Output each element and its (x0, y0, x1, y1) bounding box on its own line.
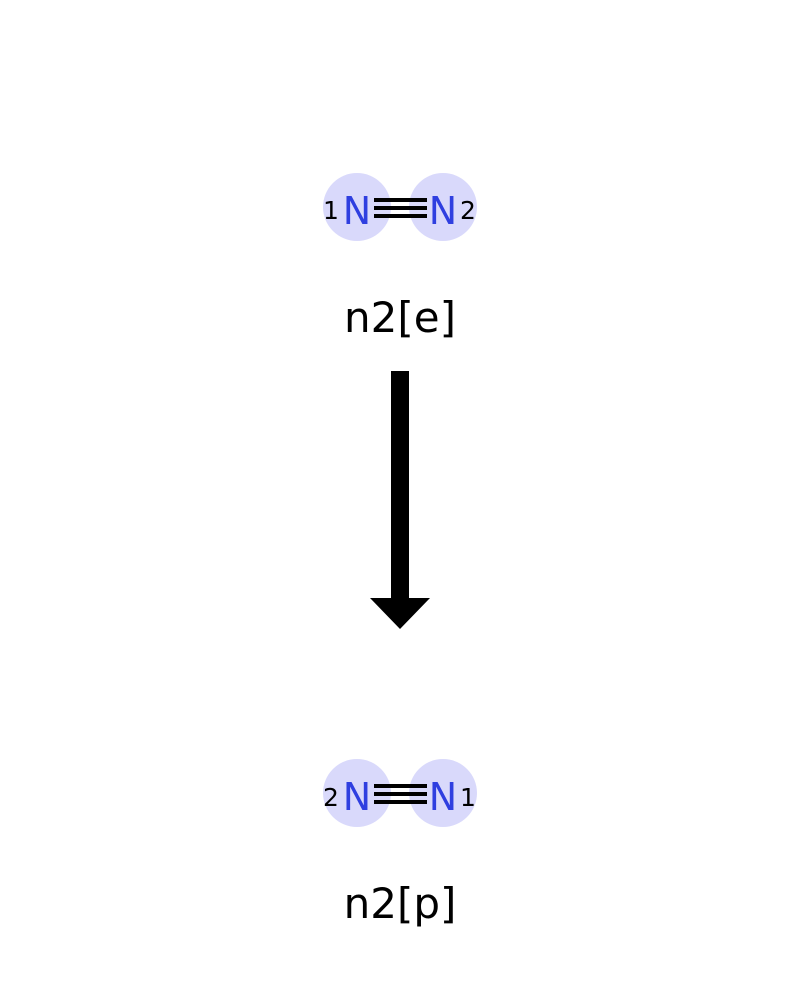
reactant-atom-2-index: 2 (460, 196, 476, 225)
reactant-triple-bond (374, 198, 427, 218)
arrow-shaft (391, 371, 409, 600)
reactant-atom-2-highlight (409, 173, 477, 241)
reactant-atom-2-symbol: N (429, 189, 457, 233)
reactant-atom-1-highlight (323, 173, 391, 241)
product-atom-2-symbol: N (429, 775, 457, 819)
product-atom-2-index: 1 (460, 783, 476, 812)
reactant-label: n2[e] (344, 293, 456, 342)
product-molecule: 2 N N 1 (323, 759, 477, 827)
product-label: n2[p] (344, 879, 457, 928)
arrow-head (370, 598, 430, 629)
product-triple-bond (374, 784, 427, 804)
reactant-atom-1-symbol: N (343, 189, 371, 233)
product-atom-1-highlight (323, 759, 391, 827)
reactant-atom-1-index: 1 (323, 196, 339, 225)
reactant-molecule: 1 N N 2 (323, 173, 477, 241)
product-atom-2-highlight (409, 759, 477, 827)
product-atom-1-index: 2 (323, 783, 339, 812)
reaction-arrow (370, 371, 430, 629)
product-atom-1-symbol: N (343, 775, 371, 819)
